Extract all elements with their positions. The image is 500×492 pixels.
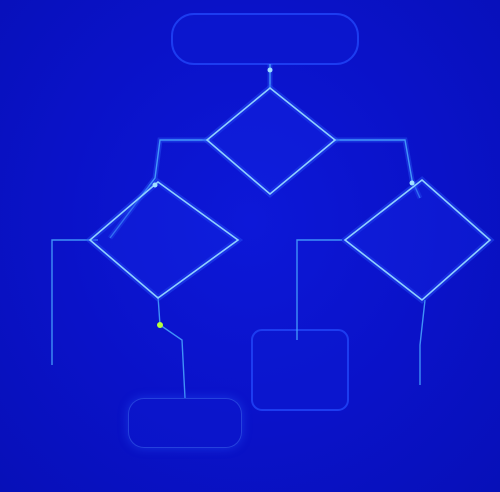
decision-diamond-3 (343, 178, 492, 302)
start-node-halo (171, 13, 359, 65)
connector-dot (157, 322, 163, 328)
outcome-box-3-halo (251, 329, 349, 411)
decision-diamond-2 (88, 180, 240, 300)
connector-dot (152, 182, 158, 188)
connector-lines (51, 64, 426, 399)
outcome-box-2-frame (128, 398, 242, 448)
decision-diamond-1 (205, 86, 337, 196)
connector-dot (409, 180, 415, 186)
connector-dot (267, 67, 273, 73)
